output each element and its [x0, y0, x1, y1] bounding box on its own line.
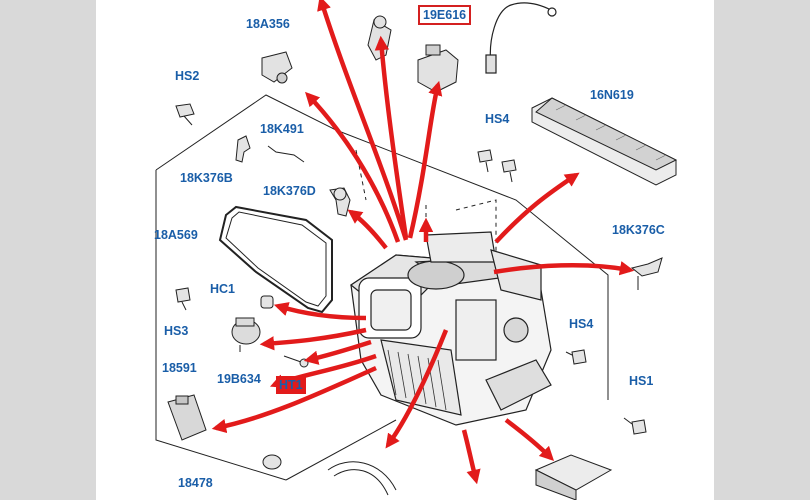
part-hs4-top-screws: [477, 149, 517, 183]
part-18a569-seal: [218, 205, 333, 314]
part-sensor-wire: [485, 2, 557, 74]
part-18k376c-lever: [630, 257, 663, 290]
part-18a356-actuator: [261, 51, 293, 84]
disassembly-arrows: [211, 0, 635, 485]
label-ht1-highlighted: HT1: [276, 376, 306, 394]
part-bottom-module: [534, 454, 613, 500]
label-hs2: HS2: [175, 69, 200, 83]
left-margin-panel: [0, 0, 96, 500]
label-18a569: 18A569: [154, 228, 198, 242]
label-hs3: HS3: [164, 324, 189, 338]
part-hs2-screw: [175, 103, 195, 126]
part-hs3-screw: [175, 287, 191, 311]
label-hs4-right: HS4: [569, 317, 594, 331]
part-18k491-spring: [267, 145, 305, 163]
right-margin-panel: [714, 0, 810, 500]
label-19b634: 19B634: [217, 372, 261, 386]
label-18k491: 18K491: [260, 122, 304, 136]
part-hs4-right-screw: [565, 349, 587, 365]
label-hs4-top: HS4: [485, 112, 510, 126]
label-18k376b: 18K376B: [180, 171, 233, 185]
label-hs1: HS1: [629, 374, 654, 388]
part-19b634-motor: [231, 317, 261, 352]
label-hc1: HC1: [210, 282, 236, 296]
part-ht1-screw: [283, 355, 309, 368]
diagram-drawing: [155, 0, 678, 500]
part-bottom-duct: [327, 461, 397, 496]
label-18k376d: 18K376D: [263, 184, 316, 198]
part-18k376b-link: [235, 135, 251, 163]
hvac-housing: [349, 231, 552, 426]
label-18591: 18591: [162, 361, 197, 375]
label-16n619: 16N619: [590, 88, 634, 102]
part-hc1-clip: [260, 295, 274, 309]
label-18478: 18478: [178, 476, 213, 490]
part-18k376d-lever: [329, 187, 351, 217]
part-bottom-fitting: [262, 454, 282, 470]
part-top-lever: [367, 15, 392, 61]
part-16n619-filter: [531, 97, 678, 186]
part-19e616-sensor: [417, 44, 459, 93]
label-18a356: 18A356: [246, 17, 290, 31]
exploded-parts-diagram: 18A356 19E616 HS2 16N619 HS4 18K491 18K3…: [96, 0, 714, 500]
label-18k376c: 18K376C: [612, 223, 665, 237]
part-18591-module: [167, 394, 207, 441]
part-hs1-screw: [623, 417, 647, 435]
label-19e616-highlighted: 19E616: [418, 5, 472, 25]
